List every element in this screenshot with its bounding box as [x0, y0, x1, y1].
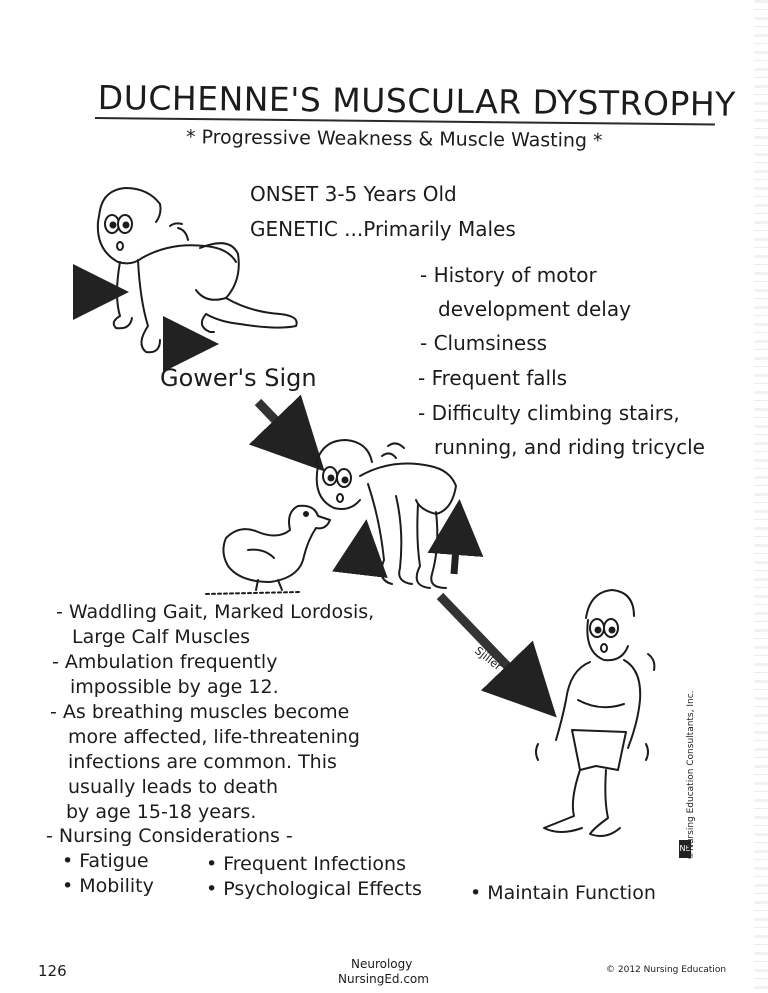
- duck-illustration: [205, 504, 331, 595]
- nursing-heading: - Nursing Considerations -: [46, 825, 293, 847]
- nursing-item-fatigue: • Fatigue: [62, 850, 149, 872]
- progression-item: infections are common. This: [68, 751, 337, 773]
- nursing-item-mobility: • Mobility: [62, 875, 154, 897]
- progression-item: - Waddling Gait, Marked Lordosis,: [56, 601, 375, 623]
- progression-item: - Ambulation frequently: [52, 651, 278, 673]
- progression-item: more affected, life-threatening: [68, 726, 360, 748]
- nursing-item-function: • Maintain Function: [470, 882, 656, 904]
- side-copyright: ©Nursing Education Consultants, Inc.: [686, 690, 696, 860]
- footer-section: Neurology: [351, 957, 413, 971]
- crawling-child-illustration: [96, 187, 298, 354]
- progression-item: by age 15-18 years.: [66, 801, 257, 823]
- progression-item: usually leads to death: [68, 776, 279, 798]
- progression-item: - As breathing muscles become: [50, 701, 350, 723]
- symptom-item: - Difficulty climbing stairs,: [418, 401, 680, 425]
- onset-text: ONSET 3-5 Years Old: [250, 182, 457, 206]
- footer-copyright: © 2012 Nursing Education: [606, 965, 727, 975]
- symptom-item: running, and riding tricycle: [434, 435, 705, 459]
- page-number: 126: [38, 962, 67, 980]
- symptom-item: - Clumsiness: [420, 331, 548, 355]
- symptom-item: - History of motor: [420, 263, 597, 287]
- genetic-text: GENETIC ...Primarily Males: [250, 217, 516, 241]
- progression-item: Large Calf Muscles: [72, 626, 251, 648]
- nursing-item-infections: • Frequent Infections: [206, 853, 406, 875]
- footer-site: NursingEd.com: [338, 972, 429, 986]
- publisher-logo: NE: [679, 840, 691, 858]
- symptom-item: - Frequent falls: [418, 366, 568, 390]
- bending-child-illustration: [315, 439, 457, 589]
- standing-child-illustration: [535, 589, 656, 837]
- progression-item: impossible by age 12.: [70, 676, 279, 698]
- symptom-item: development delay: [438, 297, 631, 321]
- nursing-item-psych: • Psychological Effects: [206, 878, 422, 900]
- scan-edge: [754, 0, 768, 993]
